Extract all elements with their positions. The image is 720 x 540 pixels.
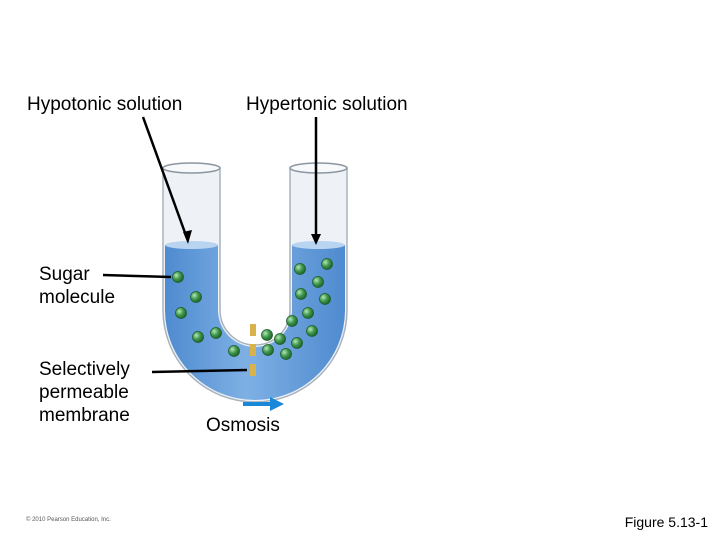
sugar-molecule bbox=[295, 288, 307, 300]
sugar-molecule bbox=[280, 348, 292, 360]
sugar-molecule bbox=[319, 293, 331, 305]
membrane-label-line3: membrane bbox=[39, 405, 130, 426]
left-solution-surface bbox=[165, 241, 218, 249]
solution bbox=[165, 245, 345, 400]
sugar-molecule bbox=[274, 333, 286, 345]
hypotonic-leader bbox=[141, 116, 190, 242]
hypotonic-label: Hypotonic solution bbox=[27, 94, 183, 115]
sugar-molecule bbox=[312, 276, 324, 288]
sugar-molecule bbox=[228, 345, 240, 357]
membrane-label-line1: Selectively bbox=[39, 359, 130, 380]
hypertonic-leader-arrowhead bbox=[311, 234, 321, 245]
sugar-molecule bbox=[306, 325, 318, 337]
sugar-molecule bbox=[262, 344, 274, 356]
leader-lines bbox=[102, 116, 318, 374]
osmosis-arrow bbox=[243, 397, 284, 411]
sugar-molecules bbox=[172, 258, 333, 360]
sugar-molecule bbox=[261, 329, 273, 341]
sugar-leader bbox=[102, 273, 172, 279]
sugar-molecule bbox=[321, 258, 333, 270]
sugar-molecule bbox=[175, 307, 187, 319]
figure-number: Figure 5.13-1 bbox=[624, 514, 708, 530]
membrane-label-line2: permeable bbox=[39, 382, 129, 403]
membrane bbox=[250, 324, 256, 376]
right-tube-rim bbox=[289, 162, 348, 174]
sugar-molecule bbox=[302, 307, 314, 319]
hypotonic-leader-arrowhead bbox=[183, 230, 192, 244]
right-solution-surface bbox=[292, 241, 345, 249]
sugar-molecule bbox=[294, 263, 306, 275]
hypertonic-label: Hypertonic solution bbox=[246, 94, 408, 115]
sugar-label-line2: molecule bbox=[39, 287, 116, 308]
sugar-label-line1: Sugar bbox=[39, 264, 90, 285]
sugar-molecule bbox=[286, 315, 298, 327]
sugar-molecule bbox=[291, 337, 303, 349]
sugar-molecule bbox=[172, 271, 184, 283]
osmosis-label: Osmosis bbox=[206, 415, 280, 436]
left-tube-rim bbox=[162, 162, 221, 174]
membrane-leader bbox=[151, 368, 248, 374]
sugar-molecule bbox=[210, 327, 222, 339]
copyright-notice: © 2010 Pearson Education, Inc. bbox=[26, 517, 111, 523]
sugar-molecule bbox=[192, 331, 204, 343]
sugar-molecule bbox=[190, 291, 202, 303]
